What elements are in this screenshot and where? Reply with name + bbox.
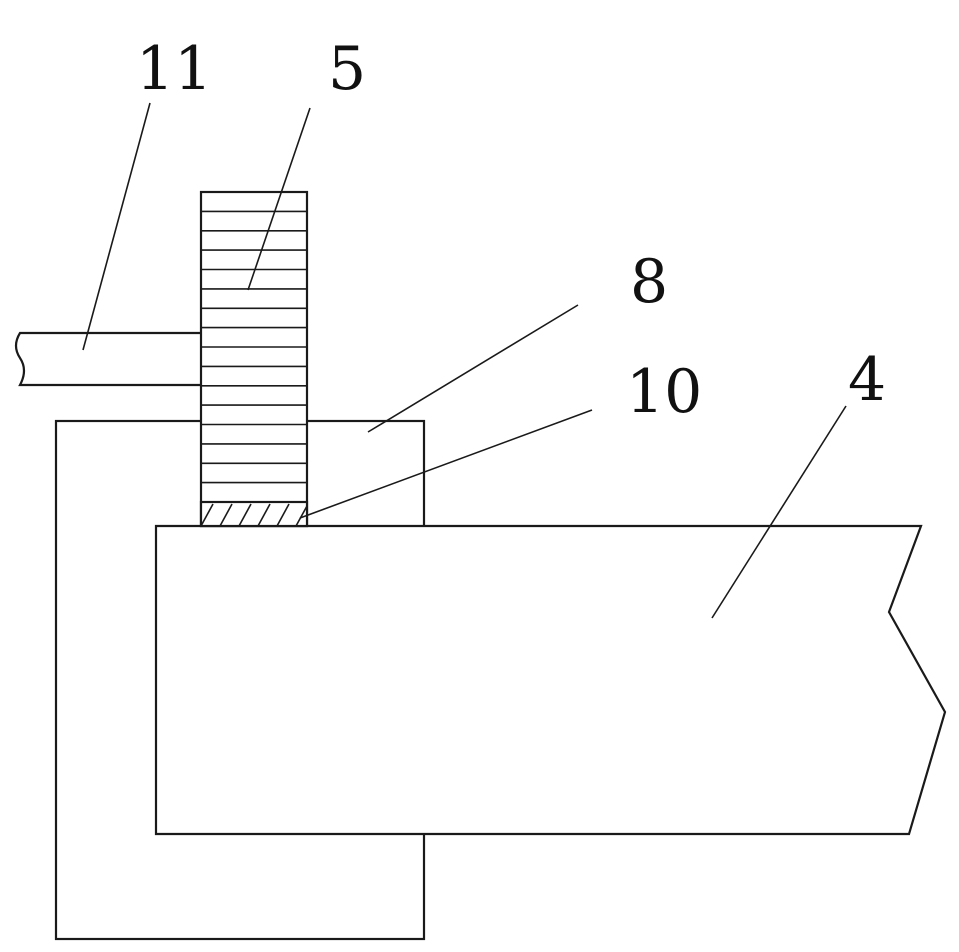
label-5: 5 xyxy=(328,34,366,104)
leader-10 xyxy=(299,409,593,519)
label-4: 4 xyxy=(848,345,886,415)
leader-5 xyxy=(247,107,311,291)
pad-part-10 xyxy=(199,500,309,528)
label-11: 11 xyxy=(136,34,212,104)
plate-part-4 xyxy=(154,524,947,836)
leader-11 xyxy=(82,102,151,351)
column-part-5 xyxy=(199,190,309,528)
column-stripes xyxy=(201,210,307,484)
leader-8 xyxy=(367,304,579,433)
label-8: 8 xyxy=(630,247,668,317)
rod-part-11 xyxy=(14,331,201,387)
label-10: 10 xyxy=(626,357,702,427)
leader-4 xyxy=(711,405,847,619)
